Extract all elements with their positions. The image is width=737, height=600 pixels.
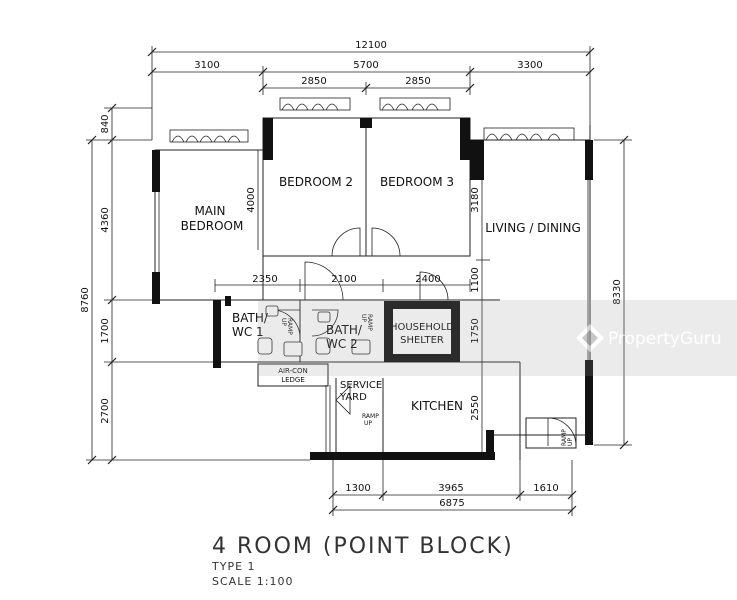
dim-left-3: 1700 (100, 318, 111, 343)
living-dining-label: LIVING / DINING (485, 221, 581, 235)
ramp-label-2b: UP (360, 314, 367, 322)
ramp-labels: RAMP UP RAMP UP RAMP UP RAMP UP (280, 314, 574, 446)
bath2-label-2: WC 2 (326, 337, 358, 351)
shelter-label-1: HOUSEHOLD (390, 322, 454, 333)
dim-corridor-3: 2400 (415, 274, 440, 285)
bedroom3-label: BEDROOM 3 (380, 175, 454, 189)
bath1-label-2: WC 1 (232, 325, 264, 339)
dimension-lines (86, 46, 632, 516)
dim-right-total: 8330 (612, 279, 623, 304)
ramp-label-1b: UP (280, 318, 287, 326)
dim-bottom-1: 1300 (345, 483, 370, 494)
thick-walls (152, 118, 593, 460)
toilet-1-icon (257, 337, 273, 355)
shelter-label-2: SHELTER (400, 335, 444, 346)
dim-kitchen-height: 2550 (470, 395, 481, 420)
fixtures (257, 305, 371, 357)
dim-overall-top: 12100 (355, 40, 387, 51)
propertyguru-watermark: PropertyGuru (258, 300, 737, 376)
kitchen-label: KITCHEN (411, 399, 463, 413)
watermark-brand: PropertyGuru (608, 329, 722, 349)
dim-bedroom2-width: 2850 (301, 76, 326, 87)
main-bedroom-label-1: MAIN (194, 204, 225, 218)
service-yard-label-1: SERVICE (340, 380, 382, 391)
dim-bedroom3-width: 2850 (405, 76, 430, 87)
dim-top-1: 3100 (194, 60, 219, 71)
dim-top-2: 5700 (353, 60, 378, 71)
dim-bedroom3-height: 3180 (470, 187, 481, 212)
plan-title: 4 ROOM (POINT BLOCK) (212, 534, 514, 559)
ramp-label-3b: UP (364, 420, 372, 427)
ramp-label-3: RAMP (362, 413, 379, 420)
thin-walls (154, 117, 591, 460)
bath2-label-1: BATH/ (326, 323, 363, 337)
dim-shelter-height: 1750 (470, 318, 481, 343)
propertyguru-logo-icon (576, 324, 604, 352)
ramp-label-1: RAMP (286, 318, 293, 335)
dim-corridor-2: 2100 (331, 274, 356, 285)
dim-corridor-height: 1100 (470, 267, 481, 292)
main-bedroom-label-2: BEDROOM (181, 219, 244, 233)
dim-bottom-total: 6875 (439, 498, 464, 509)
dim-main-bedroom-height: 4000 (246, 187, 257, 212)
room-labels: MAIN BEDROOM BEDROOM 2 BEDROOM 3 LIVING … (181, 175, 581, 413)
wc1-cistern-icon (265, 305, 279, 317)
bath1-label-1: BATH/ (232, 311, 269, 325)
service-yard-label-2: YARD (339, 392, 367, 403)
wc2-cistern-icon (317, 311, 331, 323)
plan-type: TYPE 1 (211, 560, 256, 573)
dim-bottom-2: 3965 (438, 483, 463, 494)
dim-corridor-1: 2350 (252, 274, 277, 285)
bedroom2-label: BEDROOM 2 (279, 175, 353, 189)
dim-left-total: 8760 (80, 287, 91, 312)
dim-left-4: 2700 (100, 398, 111, 423)
title-block: 4 ROOM (POINT BLOCK) TYPE 1 SCALE 1:100 (211, 534, 514, 588)
ramp-label-4: RAMP (561, 429, 568, 446)
ramp-label-2: RAMP (366, 314, 373, 331)
aircon-label-2: LEDGE (281, 376, 305, 384)
windows (154, 97, 589, 452)
plan-scale: SCALE 1:100 (212, 575, 293, 588)
dim-bottom-3: 1610 (533, 483, 558, 494)
dim-left-2: 4360 (100, 207, 111, 232)
sink-2-icon (351, 339, 371, 355)
sink-1-icon (283, 341, 303, 357)
dim-top-3: 3300 (517, 60, 542, 71)
aircon-label-1: AIR-CON (278, 367, 308, 375)
dim-left-1: 840 (100, 114, 111, 133)
ramp-label-4b: UP (567, 438, 574, 446)
doors (271, 227, 577, 447)
dimension-labels: 12100 3100 5700 3300 2850 2850 840 4360 … (80, 40, 623, 509)
household-shelter: HOUSEHOLD SHELTER (384, 301, 460, 362)
dimension-ticks (87, 47, 629, 515)
toilet-2-icon (315, 337, 331, 355)
